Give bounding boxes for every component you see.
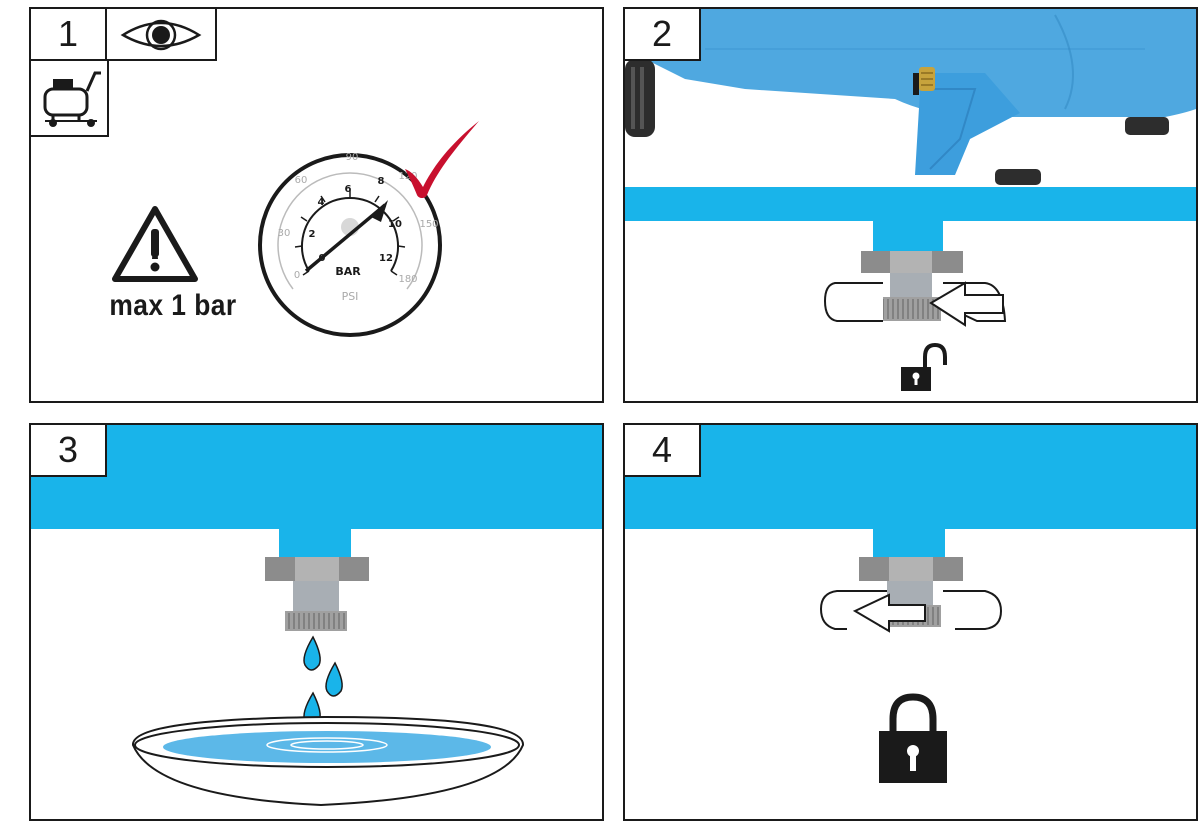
eye-icon [120,19,202,51]
tank-section [625,187,1196,221]
tank-section [625,425,1196,529]
checkmark-icon [405,121,479,198]
rotate-arrow-icon [819,590,1003,633]
drain-boss [873,529,945,557]
lock-icon [879,693,947,783]
step-number: 1 [31,9,107,61]
psi-tick-label: 60 [295,175,308,186]
step-number: 4 [625,425,701,477]
drain-valve [265,557,369,631]
warning-icon [112,206,198,282]
step-number: 3 [31,425,107,477]
psi-tick-label: 180 [398,274,417,285]
psi-tick-label: 30 [278,228,291,239]
compressor-tank [625,9,1196,185]
step-number: 2 [625,9,701,61]
step-4-illustration [625,425,1196,783]
bar-tick-label: 0 [319,253,326,264]
step-3-illustration [31,425,602,807]
step-3-panel: 3 [29,423,604,821]
rotate-arrow-icon [823,281,1007,327]
bar-tick-label: 12 [379,253,393,264]
drain-boss [873,221,943,251]
bar-tick-label: 8 [378,176,385,187]
step-1-panel: 1 [29,7,604,403]
pressure-gauge-icon: BAR PSI 0 2 4 6 8 10 12 0 30 60 90 120 1… [258,152,442,337]
bar-tick-label: 2 [309,229,316,240]
drain-boss [279,529,351,557]
bar-tick-label: 4 [318,197,325,208]
bar-tick-label: 10 [388,219,402,230]
psi-tick-label: 90 [346,152,359,163]
drain-valve [861,251,963,321]
drip-tray-icon [131,715,525,807]
step-2-panel: 2 [623,7,1198,403]
step-4-panel: 4 [623,423,1198,821]
psi-tick-label: 0 [294,270,300,281]
gauge-bar-unit: BAR [335,265,361,278]
compressor-icon-box [31,61,109,137]
water-drop-icon [303,635,343,727]
max-pressure-label: max 1 bar [109,289,237,322]
psi-tick-label: 120 [398,171,417,182]
unlock-icon [901,342,947,391]
gauge-psi-unit: PSI [342,290,359,303]
step-1-illustration: BAR PSI 0 2 4 6 8 10 12 0 30 60 90 120 1… [112,121,479,337]
psi-tick-label: 150 [419,219,438,230]
compressor-icon [43,71,101,127]
eye-icon-box [107,9,217,61]
step-2-illustration [625,9,1196,391]
bar-tick-label: 6 [345,184,352,195]
tank-section [31,425,602,529]
